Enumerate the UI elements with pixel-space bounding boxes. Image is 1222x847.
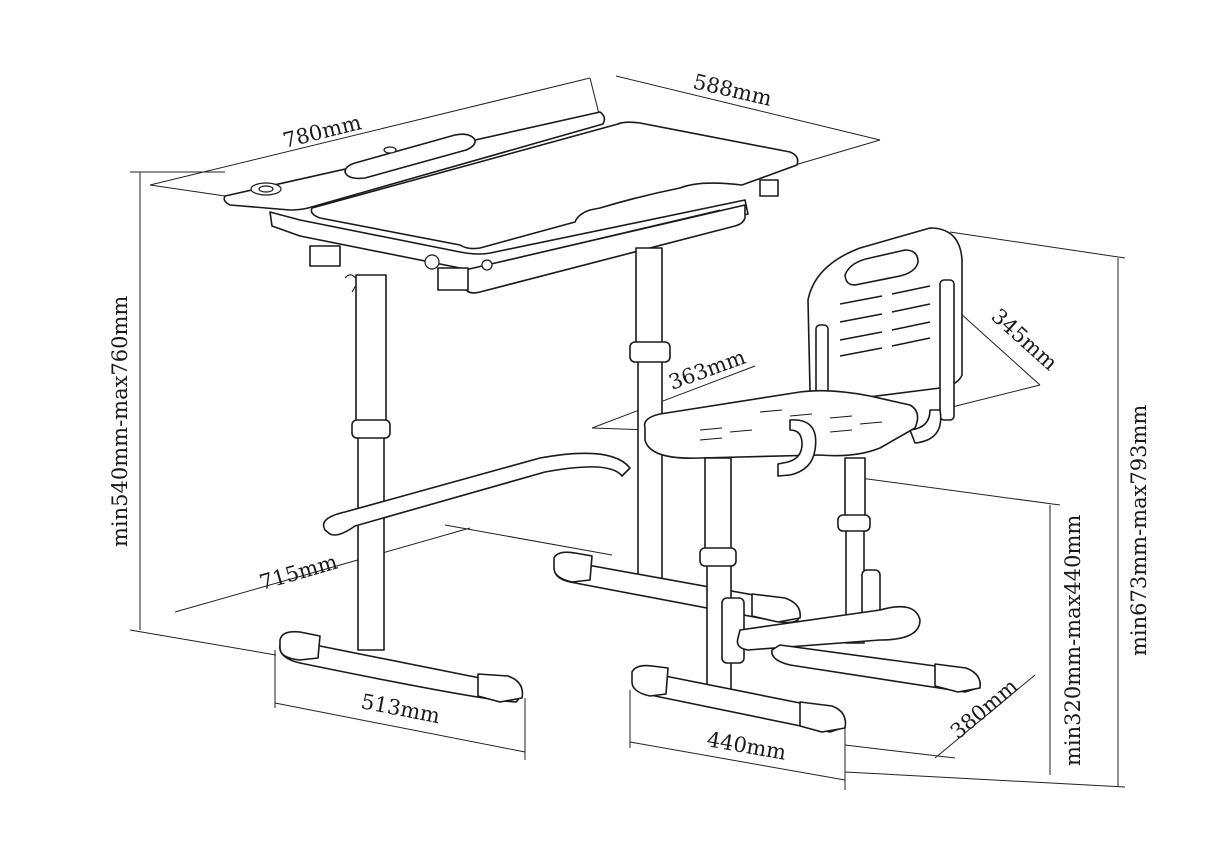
label-chair-seat-width: 363mm	[666, 345, 749, 395]
backrest-vents	[839, 285, 931, 357]
chair-column-front	[699, 457, 745, 691]
desk-footrest	[322, 452, 631, 536]
desk-leg-right	[629, 247, 671, 581]
label-chair-total-height: min673mm-max793mm	[1127, 405, 1151, 656]
desk-foot-right	[553, 551, 802, 624]
chair-foot-front	[631, 664, 847, 733]
chair-footrest	[736, 605, 921, 651]
desk	[223, 111, 802, 703]
tilt-knob-icon	[424, 254, 440, 270]
label-chair-foot-length: 440mm	[705, 727, 788, 765]
pen-groove	[344, 133, 476, 180]
dimension-lines	[129, 75, 1126, 790]
chair-seat	[643, 389, 919, 459]
desk-foot-left	[279, 630, 524, 703]
seat-vents	[699, 409, 883, 441]
chair	[631, 227, 982, 733]
desk-drawer	[464, 204, 746, 294]
label-chair-seat-depth: 345mm	[987, 304, 1063, 375]
desk-leg-left	[351, 274, 391, 651]
chair-foot-rear	[771, 644, 982, 693]
label-desk-height: min540mm-max760mm	[108, 296, 132, 547]
label-chair-seat-height: min320mm-max440mm	[1061, 515, 1085, 766]
backrest-handle	[844, 249, 919, 286]
label-desk-width: 780mm	[280, 110, 363, 153]
label-desk-base-depth: 715mm	[257, 550, 341, 595]
desk-top-tilt-panel	[310, 121, 799, 250]
